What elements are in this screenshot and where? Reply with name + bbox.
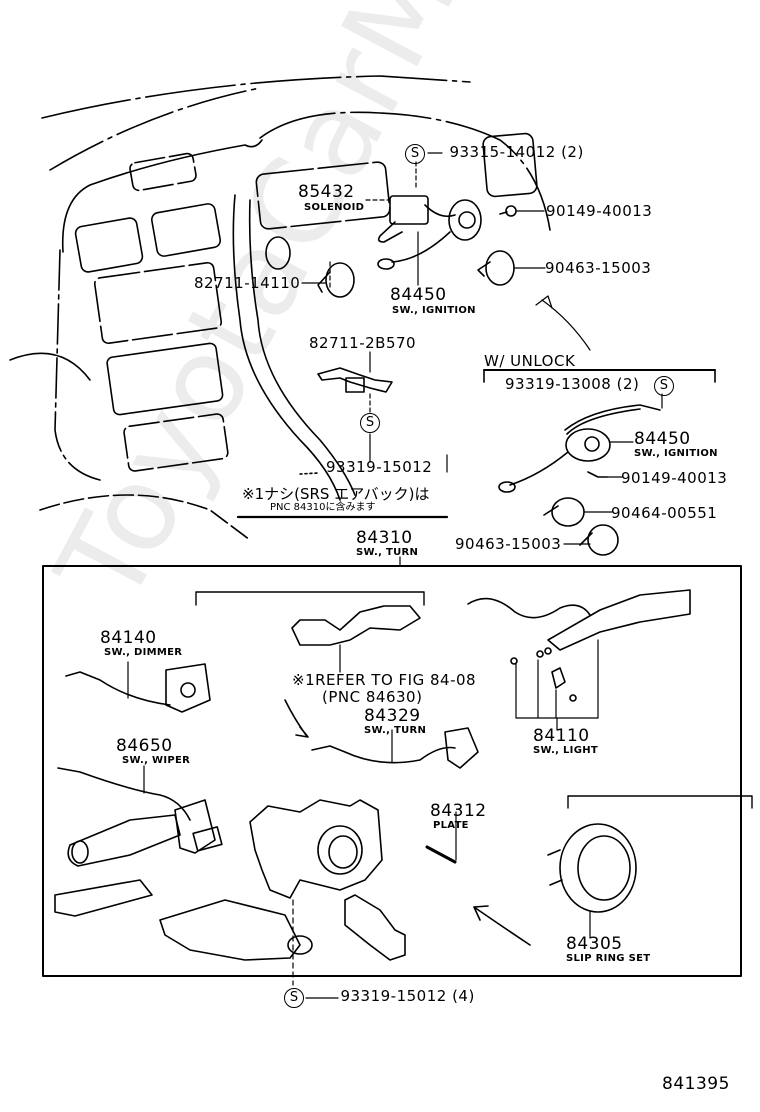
part-number: 84110 [533, 726, 590, 746]
part-number: 85432 [298, 182, 355, 202]
callout-90463-15003: 90463-15003 [545, 259, 652, 277]
part-name: PLATE [433, 820, 469, 831]
callout-84110: 84110 SW., LIGHT [533, 728, 598, 756]
callout-93319-15012-bottom: S 93319-15012 (4) [284, 988, 475, 1008]
callout-84140: 84140 SW., DIMMER [100, 630, 182, 658]
part-name: SW., IGNITION [634, 448, 718, 459]
callout-84450-unlock: 84450 SW., IGNITION [634, 431, 718, 459]
part-number: 93319-15012 (4) [340, 987, 475, 1005]
refer-note: ※1REFER TO FIG 84-08 (PNC 84630) [292, 673, 476, 705]
callout-85432: 85432 SOLENOID [298, 184, 364, 213]
part-number: 84329 [364, 706, 421, 726]
refer-note-line1: ※1REFER TO FIG 84-08 [292, 671, 477, 689]
callout-84312: 84312 PLATE [430, 803, 487, 831]
part-name: SW., WIPER [122, 755, 191, 766]
unlock-bracket [483, 369, 716, 556]
callout-84305: 84305 SLIP RING SET [566, 936, 650, 964]
part-number: 93315-14012 (2) [449, 143, 584, 161]
callout-82711-14110: 82711-14110 [194, 274, 301, 292]
callout-90464-00551: 90464-00551 [611, 504, 718, 522]
s-symbol-icon: S [653, 376, 674, 396]
srs-note-line1: ※1ナシ(SRS エアバック)は [242, 485, 430, 503]
s-symbol-icon: S [360, 413, 380, 433]
assembly-parts [54, 589, 691, 986]
callout-90463-15003-unlock: 90463-15003 [455, 535, 562, 553]
callout-93315-14012: S 93315-14012 (2) [405, 144, 584, 164]
unlock-section-title: W/ UNLOCK [484, 352, 576, 370]
part-number: 84450 [634, 429, 691, 449]
callout-82711-2B570: 82711-2B570 [309, 334, 417, 352]
leader-lines-top [301, 152, 591, 351]
ignition-switch-top [317, 195, 517, 298]
s-badge-93319-15012: S [360, 413, 380, 433]
part-name: SLIP RING SET [566, 953, 651, 964]
callout-93319-13008: 93319-13008 (2) S [505, 376, 674, 396]
part-number: 84650 [116, 736, 173, 756]
part-number: 84305 [566, 934, 623, 954]
s-symbol-icon: S [284, 988, 304, 1008]
part-name: SW., DIMMER [104, 647, 183, 658]
turn-switch-assembly-frame [42, 565, 742, 977]
callout-90149-40013-unlock: 90149-40013 [621, 469, 728, 487]
callout-84650: 84650 SW., WIPER [116, 738, 190, 766]
part-number: 84140 [100, 628, 157, 648]
refer-note-line2: (PNC 84630) [322, 688, 423, 706]
part-name: SOLENOID [304, 202, 365, 213]
part-name: SW., LIGHT [533, 745, 598, 756]
callout-93319-15012: 93319-15012 [326, 458, 433, 476]
part-name: SW., TURN [356, 547, 419, 558]
part-number: 93319-13008 (2) [505, 375, 640, 393]
bracket-82711-2B570 [299, 351, 393, 475]
s-symbol-icon: S [405, 144, 425, 164]
callout-84329: 84329 SW., TURN [364, 708, 426, 736]
callout-84450-top: 84450 SW., IGNITION [390, 287, 476, 316]
callout-90149-40013: 90149-40013 [546, 202, 653, 220]
figure-number: 841395 [662, 1074, 730, 1094]
dashboard-outline [9, 75, 551, 541]
srs-note-line2: PNC 84310に含みます [270, 502, 376, 513]
srs-note: ※1ナシ(SRS エアバック)は PNC 84310に含みます [242, 487, 429, 513]
part-name: SW., IGNITION [392, 305, 476, 316]
part-number: 84310 [356, 528, 413, 548]
part-name: SW., TURN [364, 725, 427, 736]
part-number: 84450 [390, 285, 447, 305]
callout-84310: 84310 SW., TURN [356, 530, 418, 558]
part-number: 84312 [430, 801, 487, 821]
